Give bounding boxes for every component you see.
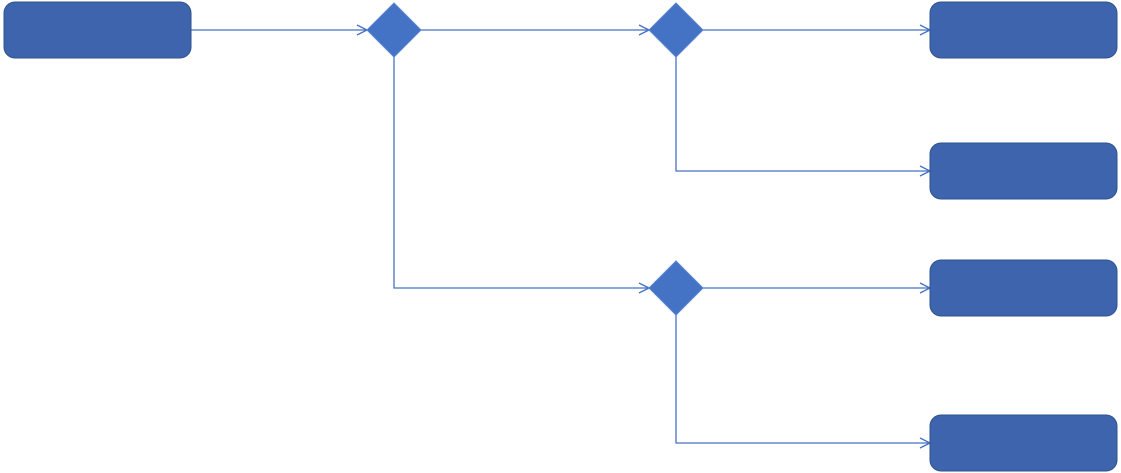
connectors — [191, 30, 930, 443]
outcome-node-2[interactable] — [929, 142, 1118, 200]
connector-decision-2-to-outcome-2 — [675, 57, 930, 171]
decision-node-2[interactable] — [648, 2, 704, 58]
outcome-node-3[interactable] — [929, 259, 1118, 317]
connector-decision-1-to-decision-3 — [393, 57, 649, 288]
connector-decision-3-to-outcome-4 — [675, 315, 930, 443]
outcome-node-4[interactable] — [929, 414, 1118, 472]
start-node[interactable] — [3, 1, 192, 59]
decision-node-3[interactable] — [648, 260, 704, 316]
decision-node-1[interactable] — [366, 2, 422, 58]
outcome-node-1[interactable] — [929, 1, 1118, 59]
